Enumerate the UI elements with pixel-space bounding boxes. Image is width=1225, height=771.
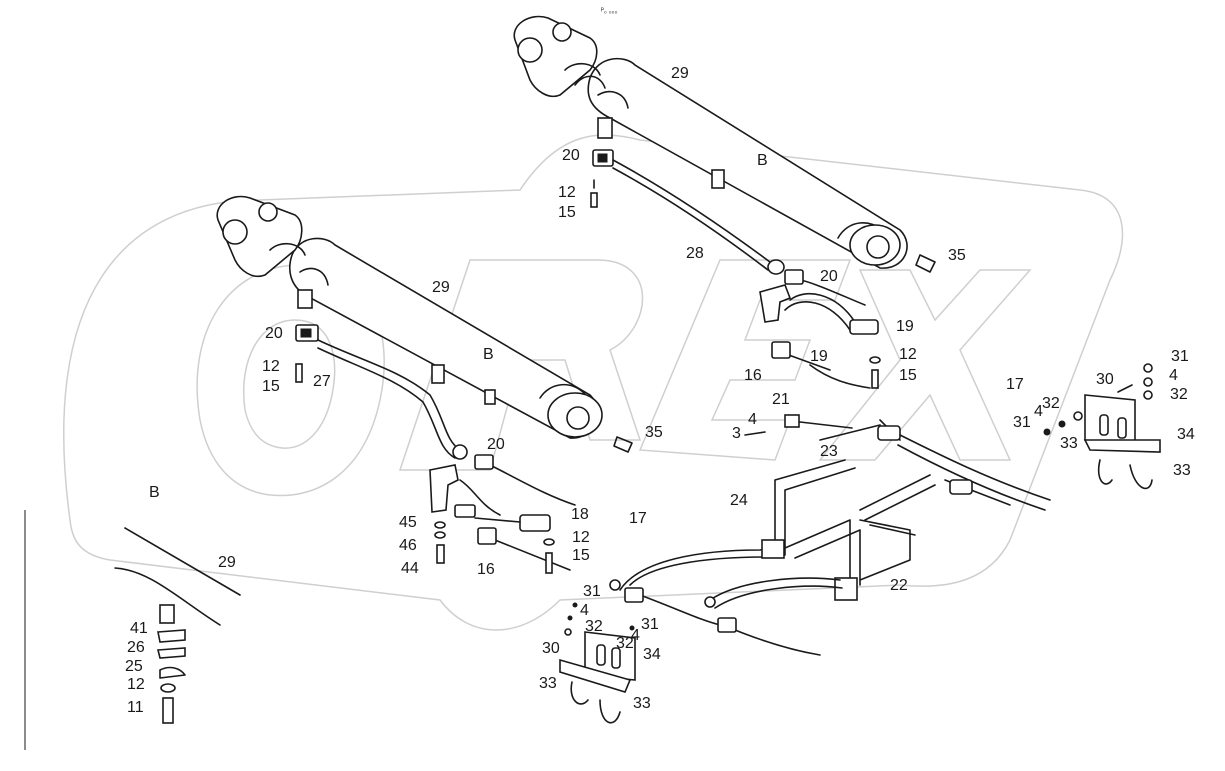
detail-b-view: [24, 510, 241, 750]
upper-port-fitting: [590, 149, 785, 275]
callout-labels: 29 20 B 12 15 29 28 35 20 20 B 12 15 27 …: [125, 65, 1195, 716]
label-35-a: 35: [948, 247, 966, 264]
hose-assembly-lower: [429, 454, 821, 656]
label-33-a: 33: [539, 675, 557, 692]
label-30-a: 30: [542, 640, 560, 657]
label-15-a: 15: [558, 204, 576, 221]
label-b-b: B: [483, 346, 494, 363]
label-25: 25: [125, 658, 143, 675]
watermark-letter-x: [818, 269, 1032, 461]
label-32-c: 32: [1170, 386, 1188, 403]
cylinder-barrel-upper: [587, 57, 908, 269]
label-27: 27: [313, 373, 331, 390]
watermark-letter-o: [196, 264, 385, 497]
label-44: 44: [401, 560, 419, 577]
label-4-a: 4: [748, 411, 757, 428]
label-29-a: 29: [671, 65, 689, 82]
label-31-c: 31: [1171, 348, 1189, 365]
label-19-b: 19: [810, 348, 828, 365]
label-12-c: 12: [899, 346, 917, 363]
label-4-b: 4: [580, 602, 589, 619]
label-17-a: 17: [1006, 376, 1024, 393]
watermark-letter-r: [398, 259, 644, 471]
label-b-c: B: [149, 484, 160, 501]
label-31-a: 31: [583, 583, 601, 600]
label-15-b: 15: [262, 378, 280, 395]
label-32-a: 32: [585, 618, 603, 635]
label-34-a: 34: [643, 646, 661, 663]
label-3: 3: [732, 425, 741, 442]
label-20-d: 20: [487, 436, 505, 453]
label-15-d: 15: [572, 547, 590, 564]
label-33-b: 33: [633, 695, 651, 712]
hydraulic-cylinder-lower: [216, 195, 603, 439]
label-b-a: B: [757, 152, 768, 169]
label-4-e: 4: [1034, 403, 1043, 420]
label-18: 18: [571, 506, 589, 523]
header-code: ᴾ₀ ₀₀₀: [601, 8, 618, 15]
label-22: 22: [890, 577, 908, 594]
label-12-d: 12: [572, 529, 590, 546]
label-34-b: 34: [1177, 426, 1195, 443]
label-26: 26: [127, 639, 145, 656]
label-33-d: 33: [1173, 462, 1191, 479]
label-32-b: 32: [616, 635, 634, 652]
bracket-right: [1083, 394, 1161, 490]
label-11: 11: [127, 699, 144, 716]
label-12-b: 12: [262, 358, 280, 375]
label-21: 21: [772, 391, 790, 408]
label-17-b: 17: [629, 510, 647, 527]
label-28: 28: [686, 245, 704, 262]
label-12-a: 12: [558, 184, 576, 201]
label-30-b: 30: [1096, 371, 1114, 388]
watermark-outline: [63, 134, 1124, 631]
bracket-lower: [559, 602, 636, 724]
lower-port-fitting: [295, 324, 468, 460]
bolts-and-washers: [434, 254, 1153, 574]
label-20-c: 20: [265, 325, 283, 342]
watermark: [63, 134, 1124, 631]
hose-assembly-middle: [759, 269, 1051, 521]
label-31-b: 31: [641, 616, 659, 633]
label-24: 24: [730, 492, 748, 509]
label-33-c: 33: [1060, 435, 1078, 452]
cylinder-clevis-lower: [216, 195, 303, 278]
label-29-c: 29: [218, 554, 236, 571]
label-23: 23: [820, 443, 838, 460]
label-4-d: 4: [1169, 367, 1178, 384]
label-20-a: 20: [562, 147, 580, 164]
label-20-b: 20: [820, 268, 838, 285]
label-41: 41: [130, 620, 148, 637]
label-15-c: 15: [899, 367, 917, 384]
label-32-d: 32: [1042, 395, 1060, 412]
label-31-d: 31: [1013, 414, 1031, 431]
label-46: 46: [399, 537, 417, 554]
label-29-b: 29: [432, 279, 450, 296]
label-35-b: 35: [645, 424, 663, 441]
label-16-a: 16: [744, 367, 762, 384]
label-4-c: 4: [631, 627, 640, 644]
label-19-a: 19: [896, 318, 914, 335]
label-16-b: 16: [477, 561, 495, 578]
label-12-e: 12: [127, 676, 145, 693]
cylinder-clevis-upper: [513, 15, 598, 98]
label-45: 45: [399, 514, 417, 531]
hydraulic-cylinder-upper: [513, 15, 908, 269]
pipe-frame: [609, 459, 916, 609]
